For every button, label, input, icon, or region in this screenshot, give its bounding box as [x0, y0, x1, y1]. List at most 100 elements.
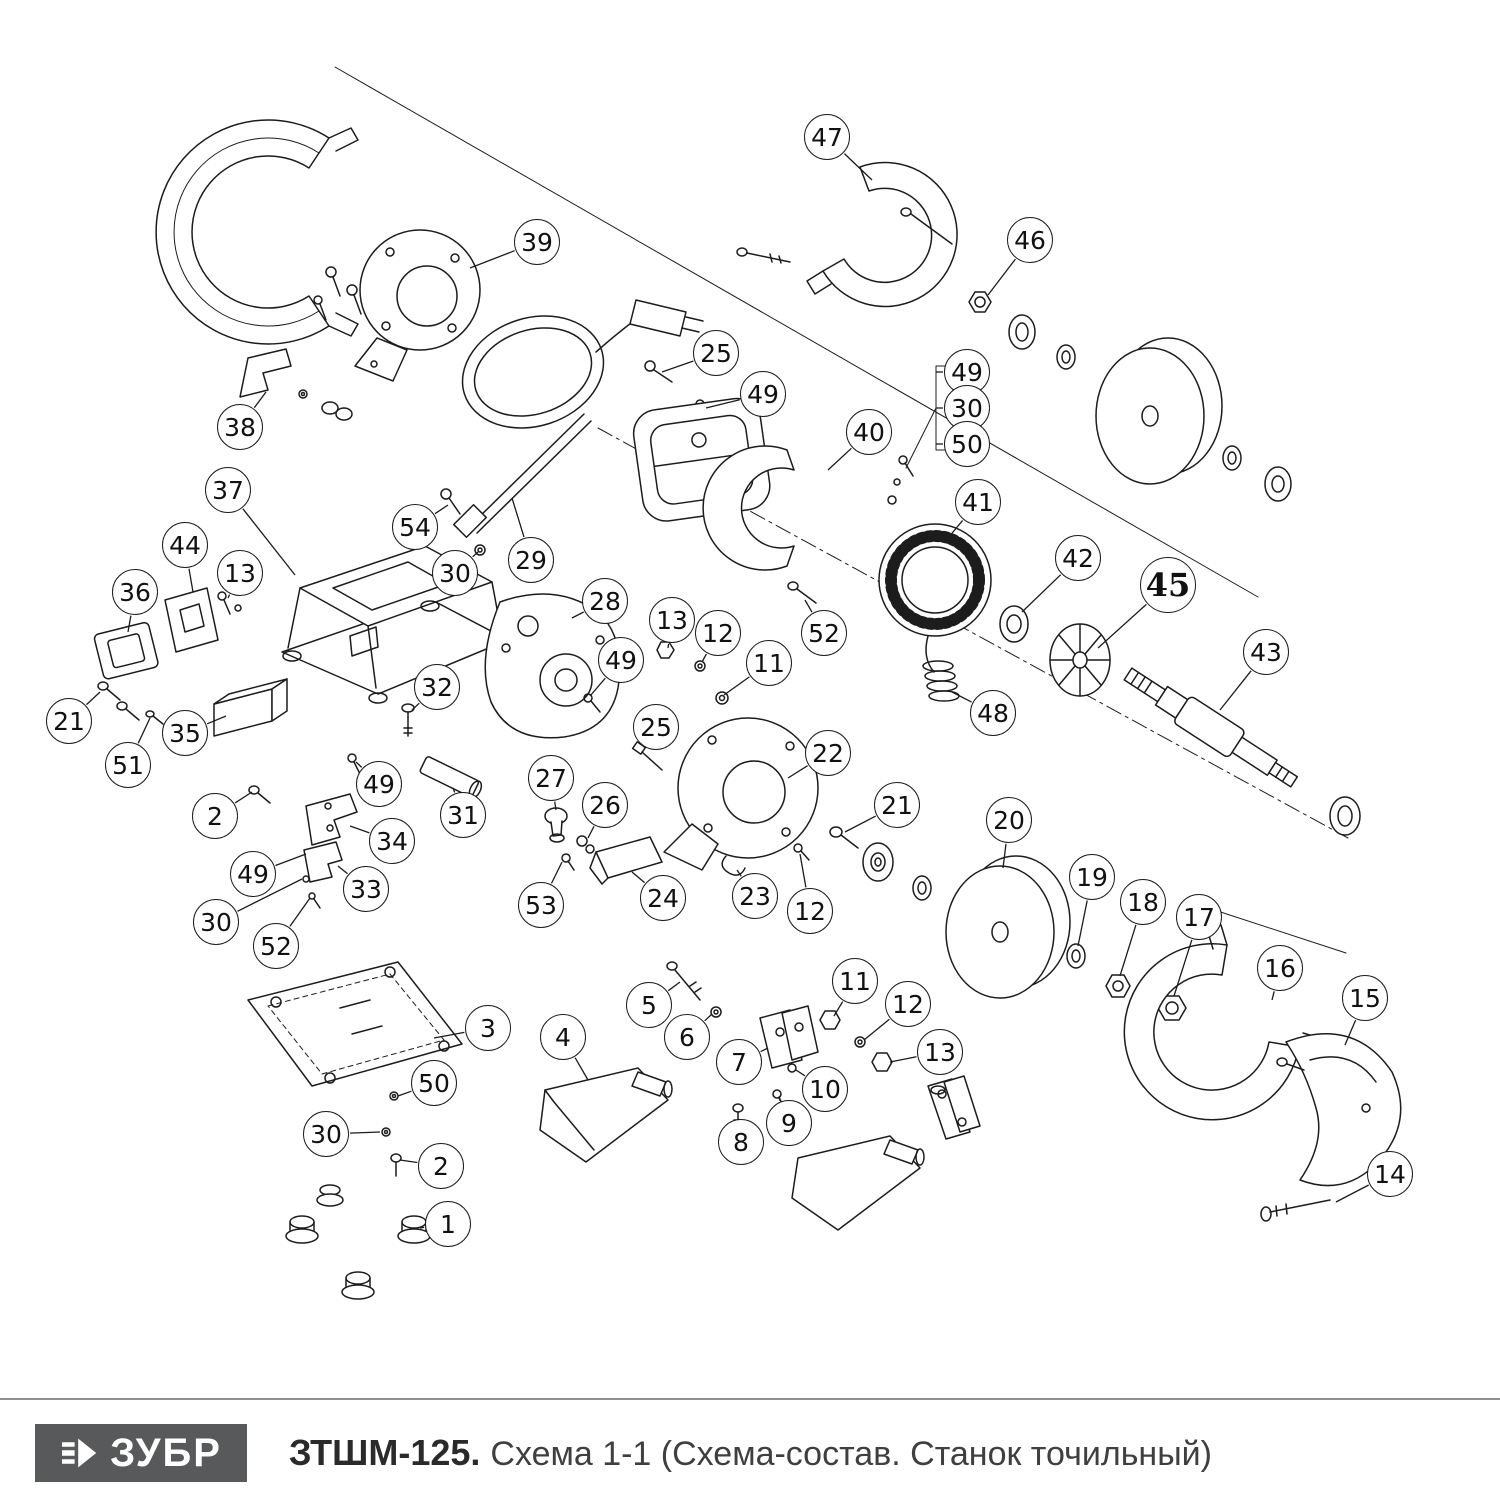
part-cover-15 [1260, 1033, 1402, 1222]
callout-45: 45 [1140, 557, 1196, 613]
callout-49: 49 [598, 637, 644, 683]
callout-49: 49 [944, 349, 990, 395]
part-guard-47 [736, 161, 958, 308]
callout-12: 12 [787, 888, 833, 934]
callout-33: 33 [343, 866, 389, 912]
callout-9: 9 [766, 1100, 812, 1146]
callout-16: 16 [1257, 945, 1303, 991]
part-spring-48 [922, 660, 960, 702]
callout-52: 52 [253, 923, 299, 969]
callout-6: 6 [664, 1014, 710, 1060]
part-stator-41 [878, 523, 992, 673]
callout-52: 52 [801, 610, 847, 656]
callout-51: 51 [105, 742, 151, 788]
callout-3: 3 [465, 1005, 511, 1051]
part-guard-backplate-22 [663, 717, 859, 876]
footer-divider [0, 1398, 1500, 1400]
callout-49: 49 [740, 371, 786, 417]
callout-49: 49 [230, 851, 276, 897]
hardware-middle [583, 641, 729, 771]
callout-13: 13 [917, 1029, 963, 1075]
callout-7: 7 [716, 1039, 762, 1085]
part-power-cord [452, 299, 704, 539]
footer-title-desc: Схема 1-1 (Схема-состав. Станок точильны… [490, 1435, 1212, 1473]
part-fan-45 [1049, 623, 1111, 697]
callout-12: 12 [885, 981, 931, 1027]
part-grinding-wheel-right [1095, 337, 1292, 502]
footer-title-model: ЗТШМ-125. [289, 1432, 481, 1473]
part-motor-cover-40 [702, 445, 914, 571]
callout-30: 30 [432, 550, 478, 596]
hardware-top-right [968, 291, 1076, 370]
part-tool-rest-right [791, 1135, 925, 1231]
hardware-bolt-5 [666, 961, 722, 1018]
callout-2: 2 [192, 793, 238, 839]
callout-54: 54 [392, 504, 438, 550]
callout-39: 39 [514, 219, 560, 265]
callout-13: 13 [649, 597, 695, 643]
callout-1: 1 [425, 1201, 471, 1247]
callout-21: 21 [46, 698, 92, 744]
footer-title: ЗТШМ-125.Схема 1-1 (Схема-состав. Станок… [289, 1432, 1212, 1474]
part-guard-band-left [155, 119, 359, 345]
callout-18: 18 [1120, 879, 1166, 925]
callout-14: 14 [1367, 1151, 1413, 1197]
part-electrics-left [93, 587, 288, 804]
callout-30: 30 [303, 1111, 349, 1157]
callout-41: 41 [955, 479, 1001, 525]
part-guard-backplate-39 [313, 229, 481, 382]
callout-4: 4 [540, 1014, 586, 1060]
part-linkage-13 [927, 1075, 981, 1140]
hardware-screw-52 [787, 581, 817, 604]
callout-53: 53 [518, 882, 564, 928]
part-bracket-7 [759, 1005, 819, 1073]
callout-13: 13 [217, 550, 263, 596]
callout-38: 38 [217, 404, 263, 450]
callout-50: 50 [411, 1060, 457, 1106]
callout-49: 49 [356, 761, 402, 807]
callout-46: 46 [1007, 217, 1053, 263]
callout-25: 25 [693, 330, 739, 376]
part-coupling-31 [347, 703, 483, 799]
callout-29: 29 [508, 537, 554, 583]
part-shaft-43 [1123, 667, 1361, 836]
zubr-logo: ЗУБР [35, 1424, 247, 1482]
callout-30: 30 [193, 899, 239, 945]
callout-21: 21 [874, 782, 920, 828]
callout-43: 43 [1243, 629, 1289, 675]
part-wheel-20-stack [862, 842, 1187, 1021]
part-bracket-38 [239, 348, 353, 421]
callout-22: 22 [805, 730, 851, 776]
part-base-plate-3 [247, 961, 463, 1087]
zubr-logo-text: ЗУБР [110, 1430, 222, 1475]
callout-37: 37 [205, 467, 251, 513]
callout-11: 11 [832, 958, 878, 1004]
callout-27: 27 [528, 755, 574, 801]
callout-44: 44 [162, 522, 208, 568]
callout-19: 19 [1069, 854, 1115, 900]
callout-5: 5 [626, 982, 672, 1028]
callout-36: 36 [112, 569, 158, 615]
callout-20: 20 [986, 797, 1032, 843]
callout-28: 28 [582, 578, 628, 624]
callout-42: 42 [1055, 535, 1101, 581]
callout-10: 10 [802, 1066, 848, 1112]
callout-47: 47 [804, 114, 850, 160]
callout-17: 17 [1176, 894, 1222, 940]
callout-24: 24 [640, 875, 686, 921]
callout-50: 50 [944, 421, 990, 467]
callout-34: 34 [369, 818, 415, 864]
part-tool-rest-4 [539, 1067, 673, 1163]
zubr-arrow-icon [62, 1438, 97, 1468]
callout-25: 25 [633, 704, 679, 750]
callout-31: 31 [440, 792, 486, 838]
callout-15: 15 [1342, 975, 1388, 1021]
callout-2: 2 [418, 1143, 464, 1189]
callout-48: 48 [970, 690, 1016, 736]
callout-23: 23 [732, 873, 778, 919]
callout-35: 35 [162, 710, 208, 756]
part-bearing-42 [999, 605, 1029, 643]
callout-32: 32 [414, 664, 460, 710]
